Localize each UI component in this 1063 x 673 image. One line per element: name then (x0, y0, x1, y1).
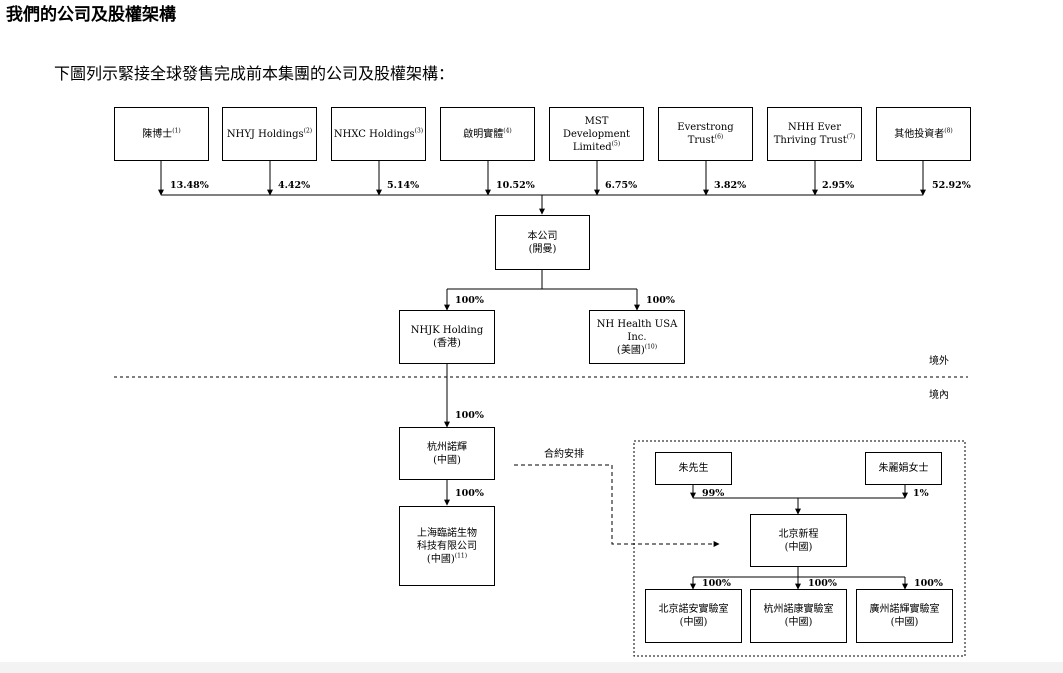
vie-entity-name: 北京新程 (778, 528, 819, 540)
company-name: 本公司 (527, 230, 558, 242)
ownership-pct: 2.95% (822, 180, 855, 191)
subsidiary-box: NHJK Holding (香港) (399, 310, 495, 364)
shareholder-name: NHYJ Holdings (226, 128, 304, 140)
shareholder-name: NHXC Holdings (333, 128, 415, 140)
shareholder-name: 其他投資者 (894, 128, 945, 140)
lab-name: 廣州諾輝實驗室 (869, 604, 940, 615)
lab-jurisdiction: (中國) (679, 617, 708, 628)
ownership-pct: 100% (455, 295, 484, 306)
contract-arrangement-label: 合約安排 (544, 449, 584, 460)
ownership-pct: 100% (455, 410, 484, 421)
vie-shareholder-box: 朱先生 (655, 452, 732, 485)
subsidiary-box: 杭州諾輝(中國) (399, 427, 495, 480)
footnote-ref: (3) (414, 127, 424, 135)
subsidiary-jurisdiction: (美國) (616, 344, 645, 356)
footnote-ref: (2) (303, 127, 313, 135)
vie-shareholder-name: 朱先生 (678, 463, 709, 474)
lab-box: 廣州諾輝實驗室 (中國) (856, 589, 953, 643)
ownership-pct: 99% (702, 488, 725, 499)
ownership-pct: 10.52% (496, 180, 535, 191)
vie-entity-jurisdiction: (中國) (784, 541, 813, 553)
subsidiary-box: NH Health USA Inc.(美國)(10) (589, 310, 685, 364)
subsidiary-name-line2: 科技有限公司 (417, 540, 477, 552)
shareholder-box: 陳博士(1) (114, 107, 209, 161)
shareholder-box: NHXC Holdings(3) (331, 107, 426, 161)
shareholder-name: 陳博士 (142, 128, 173, 140)
lab-name: 北京諾安實驗室 (658, 604, 729, 615)
subsidiary-name: NHJK Holding (410, 325, 484, 336)
intro-text: 下圖列示緊接全球發售完成前本集團的公司及股權架構： (54, 64, 455, 83)
shareholder-box: 其他投資者(8) (876, 107, 971, 161)
lab-box: 杭州諾康實驗室 (中國) (750, 589, 847, 643)
ownership-pct: 100% (914, 578, 943, 589)
vie-entity-box: 北京新程(中國) (750, 514, 847, 567)
company-jurisdiction: (開曼) (528, 243, 557, 255)
footnote-ref: (10) (644, 343, 658, 351)
ownership-pct: 5.14% (387, 180, 420, 191)
ownership-pct: 100% (646, 295, 675, 306)
shareholder-name-line2: Trust (687, 135, 715, 146)
footnote-ref: (1) (172, 127, 181, 135)
vie-shareholder-name: 朱麗娟女士 (878, 463, 929, 474)
subsidiary-box: 上海臨諾生物科技有限公司(中國)(11) (399, 506, 495, 586)
ownership-pct: 100% (808, 578, 837, 589)
offshore-label: 境外 (929, 356, 949, 367)
ownership-pct: 6.75% (605, 180, 638, 191)
ownership-pct: 52.92% (932, 180, 971, 191)
ownership-pct: 100% (702, 578, 731, 589)
footnote-ref: (8) (944, 127, 953, 135)
subsidiary-jurisdiction: (中國) (433, 454, 461, 466)
shareholder-box: NHYJ Holdings(2) (222, 107, 317, 161)
subsidiary-name: 上海臨諾生物 (417, 527, 477, 539)
footnote-ref: (4) (503, 127, 512, 135)
subsidiary-name: NH Health USA Inc. (596, 318, 678, 343)
shareholder-name-line2: Limited (572, 141, 612, 153)
footnote-ref: (11) (454, 552, 468, 560)
shareholder-name-line2: Thriving Trust (773, 135, 847, 146)
ownership-pct: 13.48% (170, 180, 209, 191)
lab-name: 杭州諾康實驗室 (763, 604, 834, 615)
shareholder-name: NHH Ever (787, 122, 842, 133)
lab-jurisdiction: (中國) (890, 617, 919, 628)
vie-shareholder-box: 朱麗娟女士 (865, 452, 942, 485)
subsidiary-jurisdiction: (香港) (433, 338, 461, 349)
lab-jurisdiction: (中國) (784, 617, 813, 628)
shareholder-box: 啟明實體(4) (440, 107, 535, 161)
page-bottom-strip (0, 662, 1063, 673)
onshore-label: 境內 (929, 390, 949, 401)
ownership-pct: 4.42% (278, 180, 311, 191)
footnote-ref: (5) (611, 140, 621, 148)
footnote-ref: (7) (846, 133, 856, 141)
ownership-pct: 1% (913, 488, 929, 499)
section-heading: 我們的公司及股權架構 (6, 5, 176, 25)
lab-box: 北京諾安實驗室 (中國) (645, 589, 742, 643)
shareholder-name: MST Development (563, 115, 630, 140)
shareholder-name: 啟明實體 (463, 128, 504, 140)
company-box: 本公司(開曼) (495, 215, 590, 270)
footnote-ref: (6) (714, 133, 724, 141)
subsidiary-name: 杭州諾輝 (427, 441, 467, 453)
ownership-pct: 100% (455, 488, 484, 499)
subsidiary-jurisdiction: (中國) (426, 553, 455, 565)
ownership-pct: 3.82% (714, 180, 747, 191)
shareholder-name: Everstrong (677, 122, 734, 133)
